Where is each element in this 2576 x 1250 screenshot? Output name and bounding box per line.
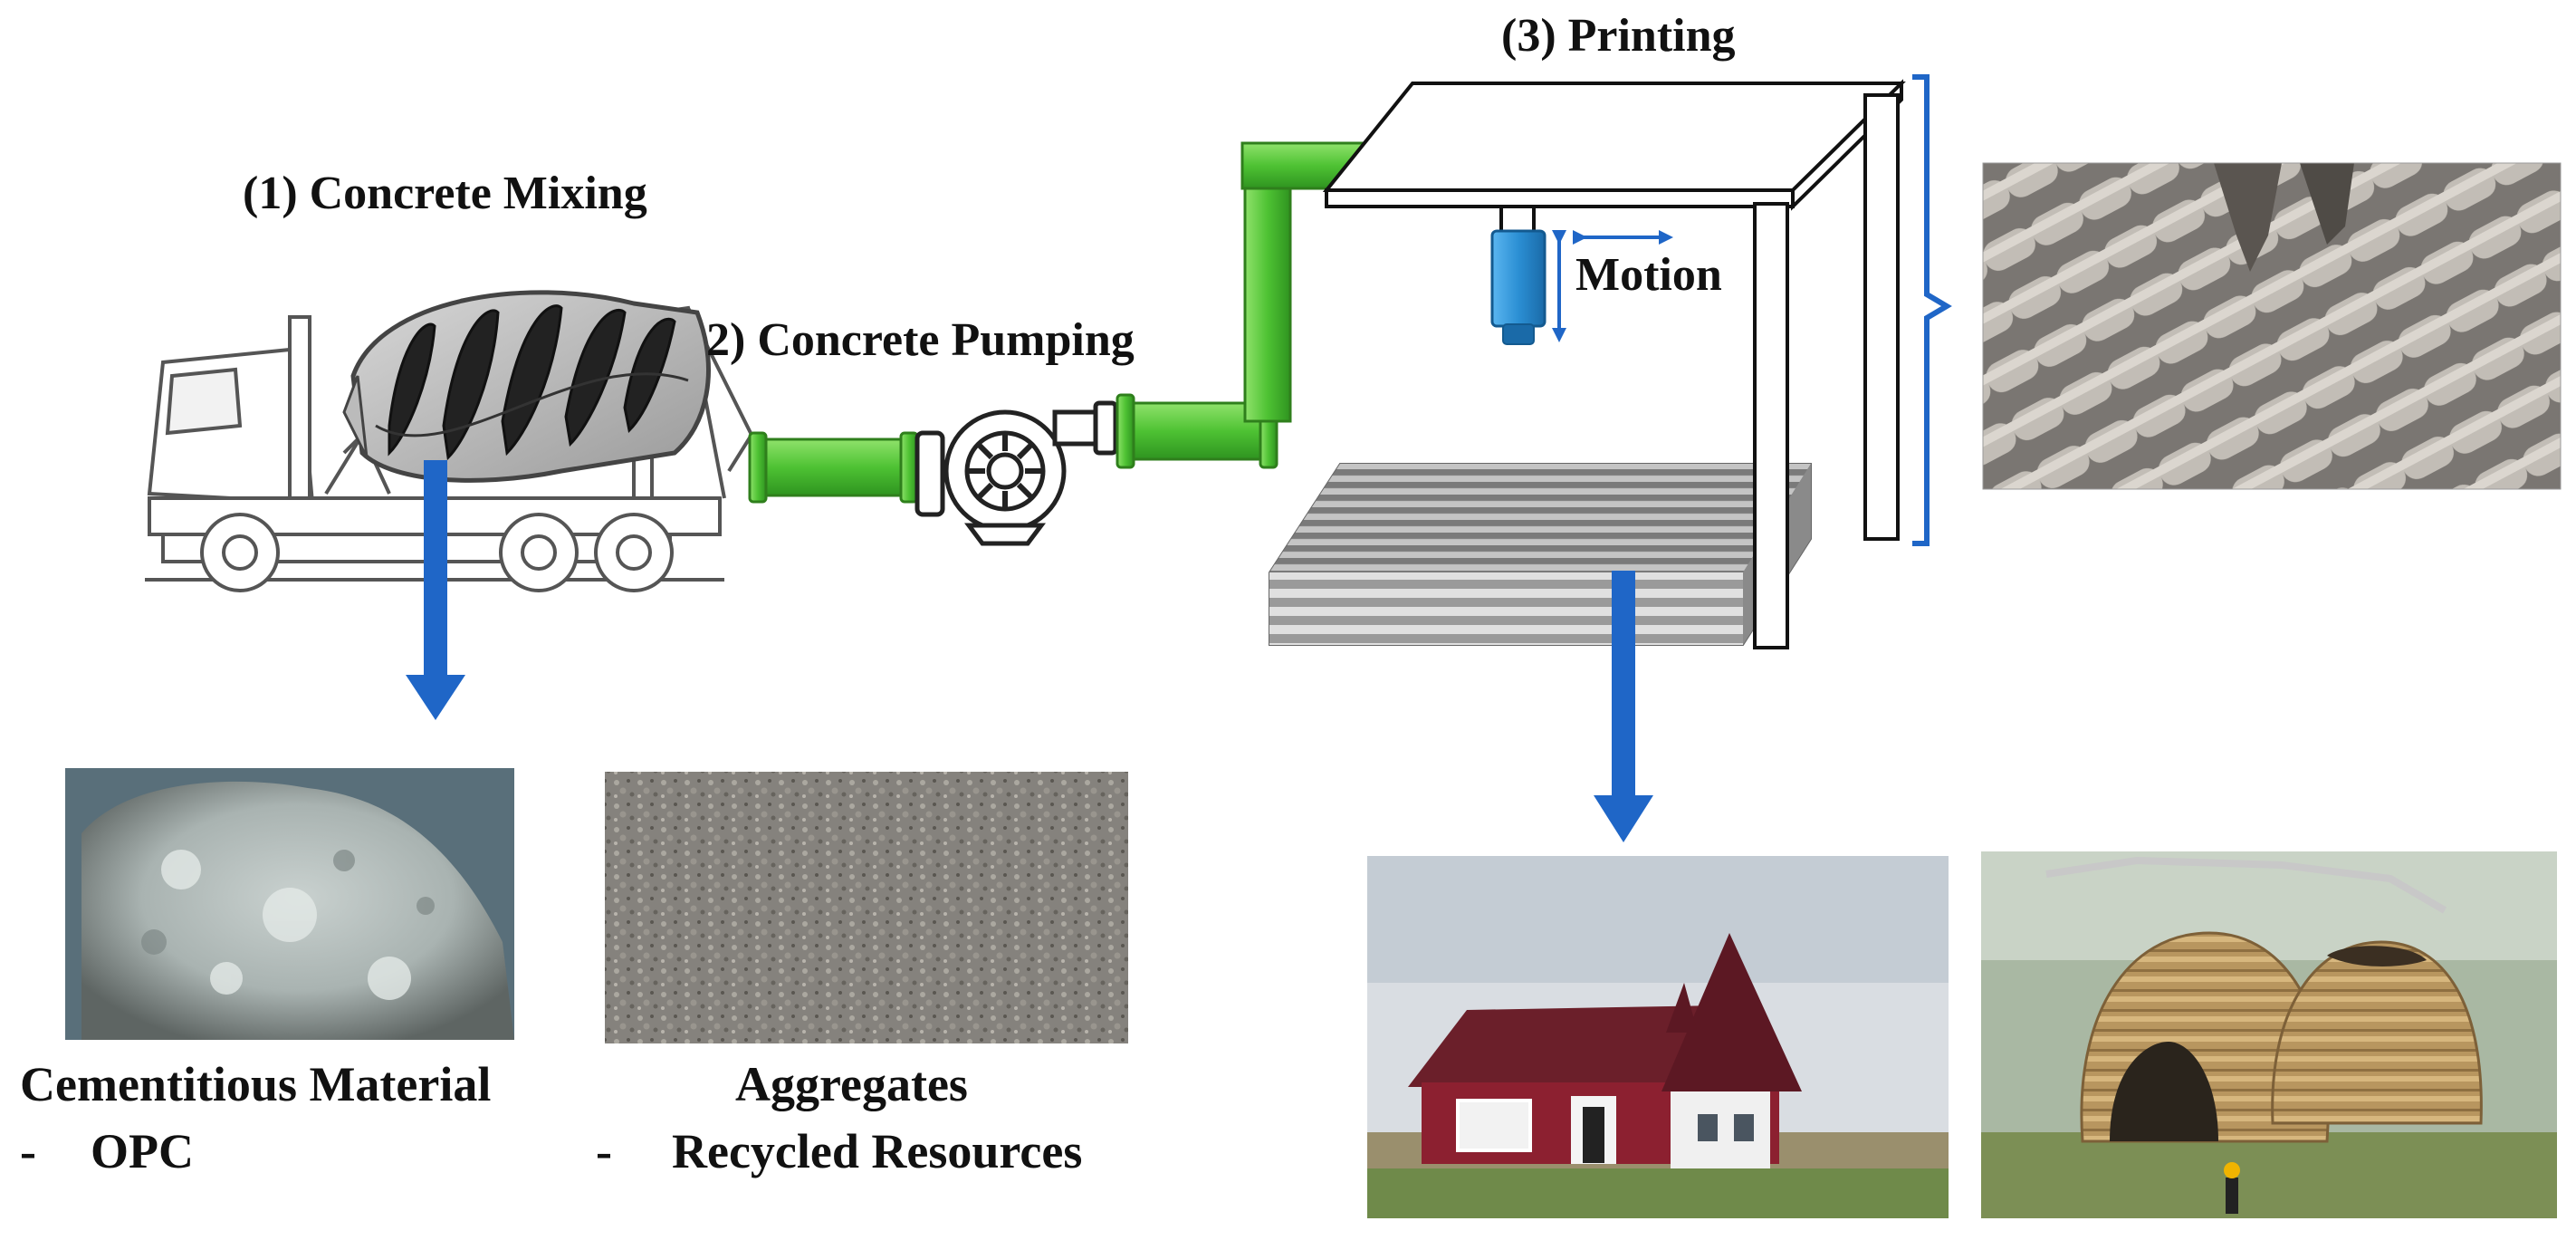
mixer-drum bbox=[342, 290, 711, 483]
step-label-printing: (3) Printing bbox=[1501, 10, 1736, 62]
printed-slab bbox=[1269, 202, 1812, 649]
arrow-to-materials bbox=[406, 460, 465, 720]
step-label-mixing: (1) Concrete Mixing bbox=[243, 168, 647, 219]
printed-layers-photo bbox=[1982, 162, 2562, 490]
printed-domes-photo bbox=[1981, 851, 2557, 1218]
bracket bbox=[1912, 74, 1952, 546]
pump-icon bbox=[915, 400, 1118, 546]
aggregates-item-recycled: Recycled Resources bbox=[672, 1124, 1083, 1178]
cementitious-bullet: - bbox=[20, 1124, 36, 1178]
printed-house-photo bbox=[1367, 856, 1949, 1218]
motion-arrows bbox=[1552, 230, 1673, 342]
arrow-to-buildings bbox=[1594, 571, 1653, 842]
cement-photo bbox=[65, 768, 514, 1040]
cementitious-material-label: Cementitious Material bbox=[20, 1057, 492, 1111]
step-label-pumping: 2) Concrete Pumping bbox=[706, 314, 1135, 366]
aggregates-bullet: - bbox=[596, 1124, 612, 1178]
aggregates-label: Aggregates bbox=[735, 1057, 968, 1111]
pump-pipe-left bbox=[748, 431, 919, 504]
print-nozzle bbox=[1490, 229, 1547, 345]
cementitious-item-opc: OPC bbox=[91, 1124, 194, 1178]
motion-label: Motion bbox=[1575, 249, 1722, 301]
aggregates-photo bbox=[605, 772, 1128, 1043]
